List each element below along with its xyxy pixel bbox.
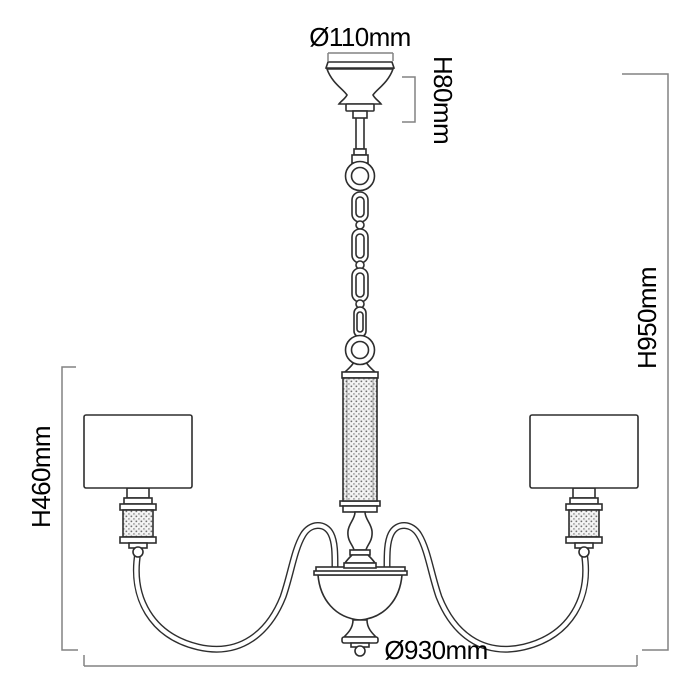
canopy-diameter-label: Ø110mm (309, 22, 410, 52)
center-bowl (313, 566, 408, 621)
fixture-height-label: H460mm (26, 426, 56, 528)
overall-diameter-label: Ø930mm (384, 635, 487, 665)
dimension-overall-height (622, 73, 669, 651)
canopy-height-label: H80mm (428, 56, 458, 144)
left-arm (132, 522, 339, 653)
center-column (341, 361, 379, 502)
left-lampshade (83, 414, 193, 489)
right-lampshade (529, 414, 639, 489)
right-candle-holder (565, 487, 603, 558)
left-candle-holder (119, 487, 157, 558)
right-arm (383, 522, 590, 653)
bottom-finial (341, 619, 379, 657)
dimension-fixture-height (61, 366, 78, 651)
center-baluster (339, 500, 381, 569)
dimension-canopy-diameter (327, 52, 394, 61)
overall-height-label: H950mm (632, 267, 662, 369)
dimension-overall-diameter (83, 655, 638, 667)
hanging-chain (344, 114, 376, 366)
ceiling-canopy (324, 61, 396, 119)
dimension-canopy-height (402, 76, 416, 123)
